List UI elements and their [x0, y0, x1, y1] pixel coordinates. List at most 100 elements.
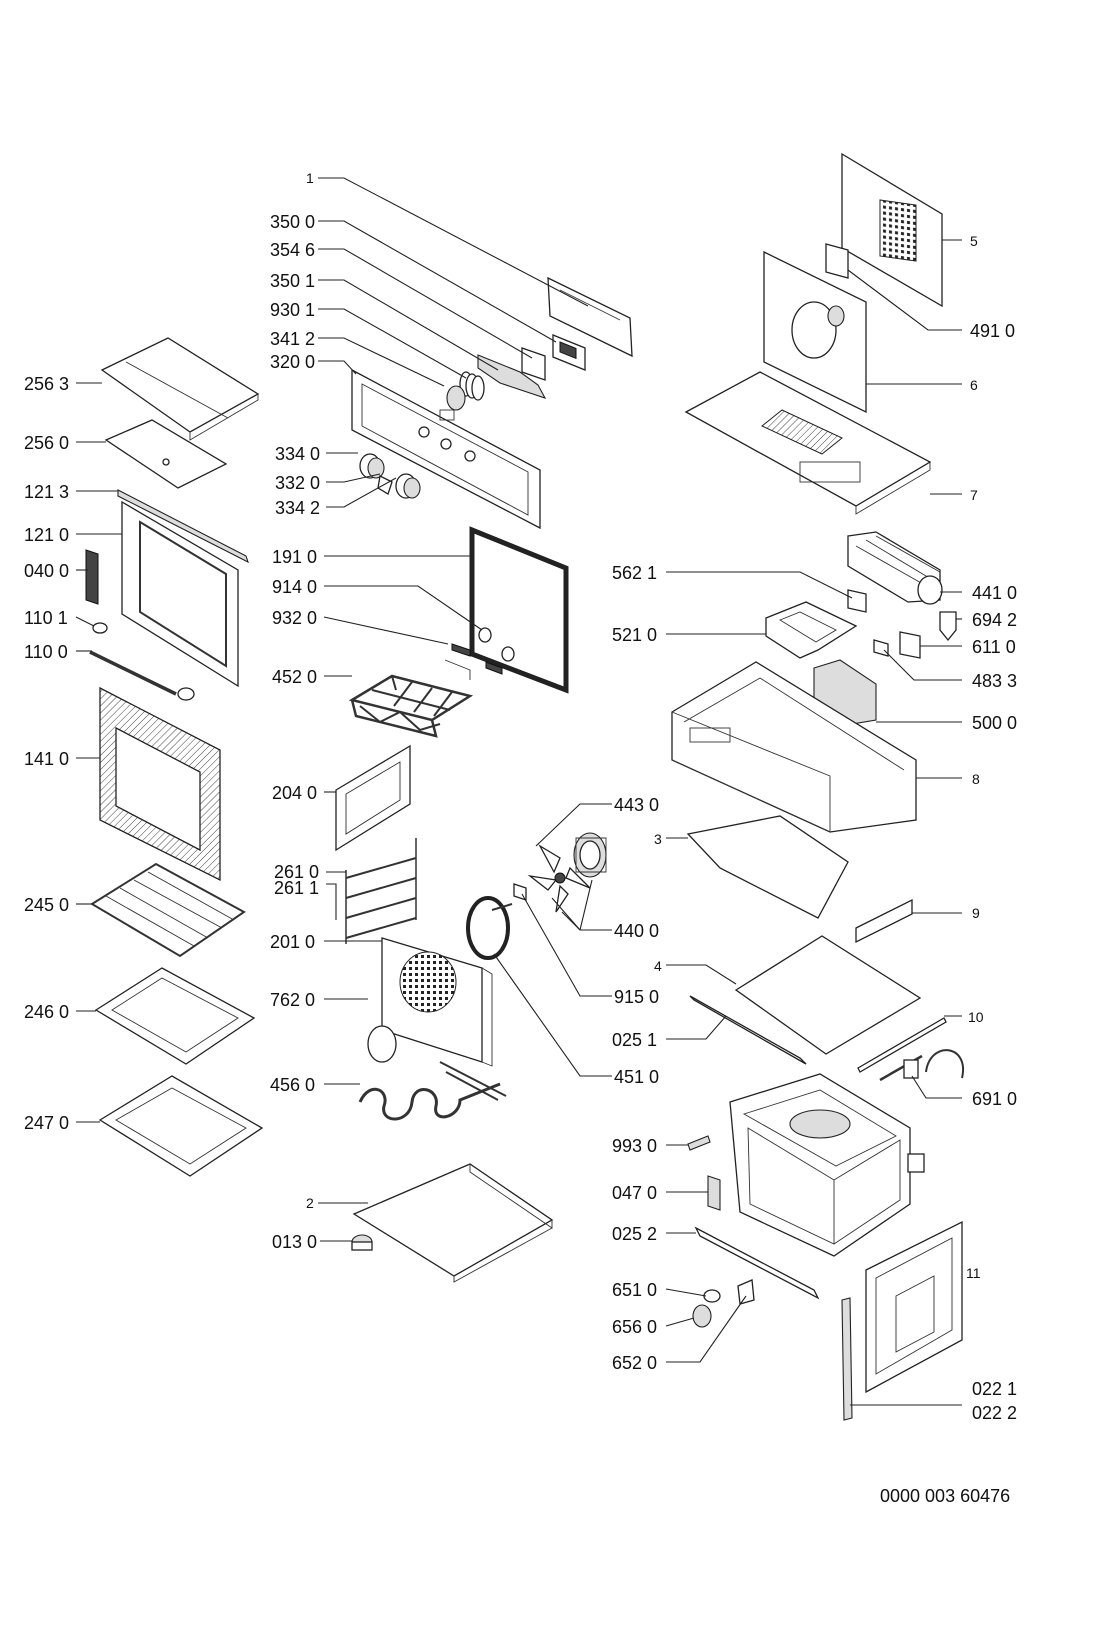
part-452-0-grill-element: [348, 659, 474, 738]
part-knob-flat: [446, 385, 466, 411]
part-256-0-hinge-plate: [104, 419, 228, 489]
part-191-0-gasket: [469, 526, 569, 694]
callout-204-0: 204 0: [272, 783, 317, 803]
callout-256-0: 256 0: [24, 433, 69, 453]
part-341-2-spring: [459, 371, 485, 401]
callout-320-0: 320 0: [270, 352, 315, 372]
callout-8: 8: [972, 771, 980, 787]
part-914-0-nut-b: [501, 646, 515, 662]
part-562-1-switch: [847, 589, 867, 613]
callout-915-0: 915 0: [614, 987, 659, 1007]
part-121-0-door-frame: [121, 500, 239, 688]
control-panel-parts: [351, 276, 633, 530]
callout-246-0: 246 0: [24, 1002, 69, 1022]
door-parts: [85, 337, 264, 1177]
housing-parts: [671, 152, 965, 1421]
callout-930-1: 930 1: [270, 300, 315, 320]
part-332-0-clip: [377, 475, 393, 495]
callout-261-0: 261 0: [274, 862, 319, 882]
part-993-0-screw: [687, 1135, 711, 1151]
base-plate-parts: [351, 1163, 554, 1283]
callout-022-2: 022 2: [972, 1403, 1017, 1423]
callout-1: 1: [306, 170, 314, 186]
callout-332-0: 332 0: [275, 473, 320, 493]
part-8-chassis: [671, 661, 917, 833]
part-491-0-bracket: [825, 243, 849, 279]
callout-201-0: 201 0: [270, 932, 315, 952]
callout-440-0: 440 0: [614, 921, 659, 941]
callout-025-1: 025 1: [612, 1030, 657, 1050]
rear-fan-cover-parts: [358, 832, 607, 1121]
part-652-0-lampholder: [737, 1279, 755, 1305]
part-350-1-cover: [521, 347, 546, 381]
part-521-0-control-module: [765, 601, 858, 659]
part-245-0-oven-rack: [90, 862, 246, 958]
part-025-2-rail: [694, 1226, 820, 1300]
part-691-0-lamp-holder: [879, 1049, 965, 1082]
part-656-0-lamp-glass: [692, 1304, 712, 1328]
part-456-0-heating-element: [358, 1082, 501, 1121]
part-oven-cavity: [729, 1073, 925, 1257]
callout-025-2: 025 2: [612, 1224, 657, 1244]
part-11-side-panel: [865, 1220, 963, 1394]
callout-6: 6: [970, 377, 978, 393]
callout-040-0: 040 0: [24, 561, 69, 581]
callout-694-2: 694 2: [972, 610, 1017, 630]
callout-491-0: 491 0: [970, 321, 1015, 341]
callout-354-6: 354 6: [270, 240, 315, 260]
part-204-0-side-plate: [335, 744, 411, 852]
part-022-1-rail: [841, 1297, 853, 1421]
callout-4: 4: [654, 958, 662, 974]
callout-013-0: 013 0: [272, 1232, 317, 1252]
callout-451-0: 451 0: [614, 1067, 659, 1087]
callout-441-0: 441 0: [972, 583, 1017, 603]
callout-11: 11: [966, 1265, 981, 1281]
part-4-bottom-plate: [734, 935, 922, 1055]
part-651-0-lamp: [703, 1289, 721, 1303]
callout-3: 3: [654, 831, 662, 847]
callout-261-1: 261 1: [274, 878, 319, 898]
callout-2: 2: [306, 1195, 314, 1211]
callout-9: 9: [972, 905, 980, 921]
callout-256-3: 256 3: [24, 374, 69, 394]
part-483-3-contact: [873, 639, 889, 657]
part-247-0-deep-tray: [98, 1075, 264, 1177]
callout-121-3: 121 3: [24, 482, 69, 502]
part-9-strip: [855, 898, 913, 944]
callout-652-0: 652 0: [612, 1353, 657, 1373]
callout-110-0: 110 0: [24, 642, 68, 662]
part-3-side-plate: [686, 815, 849, 919]
part-914-0-nut: [478, 627, 492, 643]
part-10-rod: [857, 1017, 947, 1073]
callout-521-0: 521 0: [612, 625, 657, 645]
callout-334-0: 334 0: [275, 444, 320, 464]
callout-047-0: 047 0: [612, 1183, 657, 1203]
part-040-0-hinge: [85, 549, 99, 605]
part-762-0-lamp-cover: [367, 1025, 397, 1063]
leader-lines: [75, 177, 962, 1406]
callout-5: 5: [970, 233, 978, 249]
part-932-0-spring: [451, 643, 471, 657]
part-261-0-shelf-runner: [345, 838, 417, 944]
callout-121-0: 121 0: [24, 525, 69, 545]
part-611-0-relay: [899, 631, 921, 659]
callout-932-0: 932 0: [272, 608, 317, 628]
callout-762-0: 762 0: [270, 990, 315, 1010]
part-930-1-module: [477, 354, 547, 399]
callout-7: 7: [970, 487, 978, 503]
part-1-bracket: [547, 276, 633, 358]
door-seal-and-shelf-parts: [335, 526, 569, 944]
part-121-3-strip: [117, 489, 249, 564]
part-110-1-bush: [92, 622, 108, 634]
callout-141-0: 141 0: [24, 749, 69, 769]
callout-993-0: 993 0: [612, 1136, 657, 1156]
part-334-0-knob: [359, 453, 385, 479]
callout-443-0: 443 0: [614, 795, 659, 815]
part-047-0-hinge-bracket: [707, 1175, 721, 1211]
callout-500-0: 500 0: [972, 713, 1017, 733]
callout-456-0: 456 0: [270, 1075, 315, 1095]
callout-191-0: 191 0: [272, 547, 317, 567]
part-441-0-tangential-fan: [847, 531, 943, 605]
part-025-1-rail: [689, 995, 807, 1065]
